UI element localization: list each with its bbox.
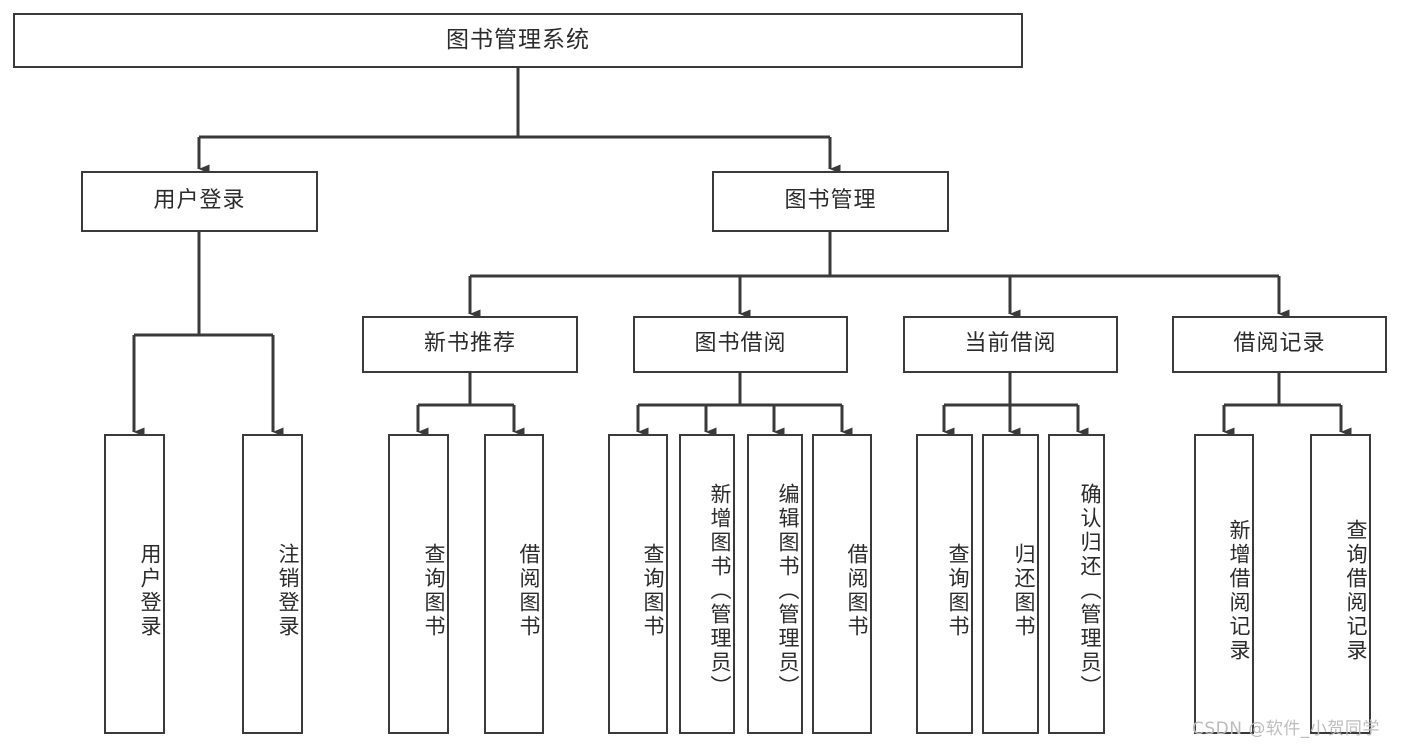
node-leaf-add-borrow-record[interactable]: 新增借阅记录 xyxy=(1194,434,1254,734)
node-leaf-return-book[interactable]: 归还图书 xyxy=(982,434,1039,734)
node-leaf-logout[interactable]: 注销登录 xyxy=(242,434,303,734)
node-leaf-query-book-2[interactable]: 查询图书 xyxy=(608,434,668,734)
node-leaf-borrow-book-2[interactable]: 借阅图书 xyxy=(812,434,872,734)
node-leaf-query-borrow-record[interactable]: 查询借阅记录 xyxy=(1310,434,1371,734)
node-user-login[interactable]: 用户登录 xyxy=(81,171,318,232)
node-leaf-edit-book-admin[interactable]: 编辑图书（管理员） xyxy=(747,434,803,734)
node-book-borrow[interactable]: 图书借阅 xyxy=(633,316,848,373)
node-leaf-query-book-1[interactable]: 查询图书 xyxy=(388,434,449,734)
node-leaf-add-book-admin[interactable]: 新增图书（管理员） xyxy=(679,434,735,734)
node-new-book-recommend[interactable]: 新书推荐 xyxy=(362,316,578,373)
node-current-borrow[interactable]: 当前借阅 xyxy=(903,316,1118,373)
node-book-manage[interactable]: 图书管理 xyxy=(712,171,949,232)
node-root[interactable]: 图书管理系统 xyxy=(13,13,1023,68)
node-leaf-user-login[interactable]: 用户登录 xyxy=(104,434,165,734)
node-leaf-confirm-return-admin[interactable]: 确认归还（管理员） xyxy=(1048,434,1105,734)
node-leaf-borrow-book-1[interactable]: 借阅图书 xyxy=(484,434,544,734)
node-leaf-query-book-3[interactable]: 查询图书 xyxy=(916,434,973,734)
node-borrow-record[interactable]: 借阅记录 xyxy=(1172,316,1387,373)
